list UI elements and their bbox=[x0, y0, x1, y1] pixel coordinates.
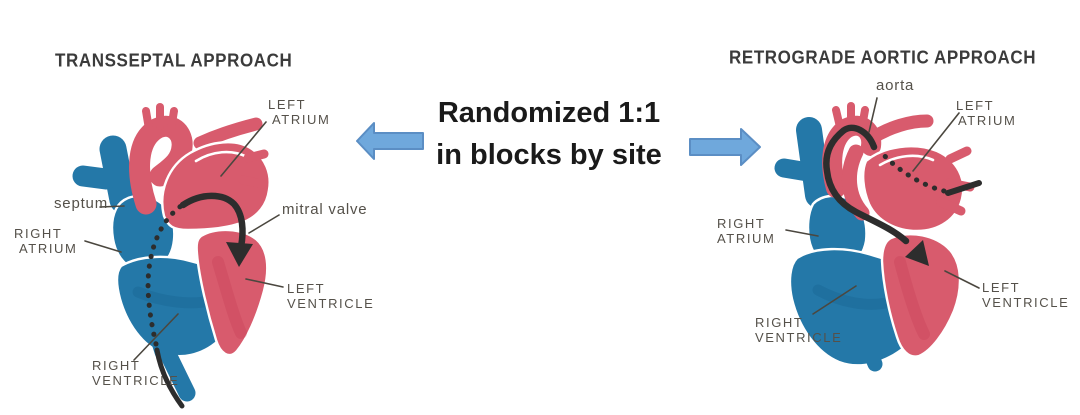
leader-line bbox=[912, 112, 960, 172]
catheter-arrowhead bbox=[905, 240, 929, 266]
arch-branch-shape bbox=[832, 106, 844, 131]
svc-vessel-shape bbox=[99, 135, 137, 214]
retrograde-panel-title: RETROGRADE AORTIC APPROACH bbox=[729, 47, 1037, 68]
right-block-arrow-icon bbox=[689, 128, 761, 166]
catheter-path-arrow-curve bbox=[179, 192, 246, 251]
leader-line bbox=[84, 240, 122, 253]
pulmonary-vessel-shape bbox=[865, 114, 934, 145]
svc-vessel-shape bbox=[796, 117, 831, 208]
randomization-line-2: in blocks by site bbox=[436, 139, 662, 171]
transseptal-leader-lines bbox=[84, 121, 284, 361]
label-right-atrium: RIGHT ATRIUM bbox=[14, 226, 78, 256]
transseptal-heart-illustration bbox=[72, 103, 271, 409]
left-ventricle-shape bbox=[880, 233, 962, 358]
retrograde-leader-lines bbox=[785, 97, 980, 315]
arch-branch-shape bbox=[167, 107, 178, 133]
left-atrium-shape bbox=[861, 145, 965, 233]
pulmonary-vein-stub-shape bbox=[243, 149, 269, 163]
catheter-path-arrow-curve bbox=[823, 124, 910, 245]
label-aorta: aorta bbox=[876, 77, 915, 94]
vessel-seam-line bbox=[878, 154, 935, 167]
left-atrium-shape bbox=[161, 140, 271, 232]
vena-cava-stub-shape bbox=[72, 165, 117, 190]
label-right-ventricle: RIGHT VENTRICLE bbox=[755, 315, 843, 345]
marker-shading-stroke bbox=[812, 284, 896, 310]
catheter-path-solid bbox=[945, 180, 982, 196]
leader-line bbox=[944, 270, 980, 289]
label-mitral-valve: mitral valve bbox=[282, 201, 368, 218]
pulmonary-vein-stub-shape bbox=[936, 197, 966, 216]
aortic-root-shape bbox=[841, 144, 870, 221]
vessel-seam-line bbox=[194, 150, 249, 163]
retrograde-heart-illustration bbox=[774, 102, 982, 372]
leader-line bbox=[785, 229, 819, 237]
label-right-ventricle: RIGHT VENTRICLE bbox=[92, 358, 180, 388]
label-septum: septum bbox=[54, 195, 108, 212]
leader-line bbox=[220, 121, 267, 177]
heart-apex-lobe-shape bbox=[846, 305, 883, 372]
label-left-atrium: LEFT ATRIUM bbox=[956, 98, 1017, 128]
transseptal-panel-title: TRANSSEPTAL APPROACH bbox=[55, 50, 293, 71]
label-left-ventricle: LEFT VENTRICLE bbox=[982, 280, 1070, 310]
catheter-arrowhead bbox=[226, 242, 253, 267]
arch-branch-shape bbox=[858, 106, 869, 131]
vena-cava-stub-shape bbox=[774, 158, 818, 182]
ivc-vessel-shape bbox=[158, 343, 196, 402]
left-ventricle-shape bbox=[195, 228, 269, 357]
marker-shading-stroke bbox=[894, 256, 930, 340]
leader-line bbox=[868, 97, 878, 133]
leader-line bbox=[133, 313, 179, 361]
leader-line bbox=[812, 285, 857, 315]
randomization-note: Randomized 1:1 in blocks by site bbox=[393, 92, 705, 176]
catheter-path-solid bbox=[154, 347, 185, 409]
label-right-atrium: RIGHT ATRIUM bbox=[717, 216, 776, 246]
label-left-atrium: LEFT ATRIUM bbox=[268, 97, 331, 127]
leader-line bbox=[245, 278, 284, 288]
leader-line bbox=[248, 214, 280, 234]
pulmonary-vessel-shape bbox=[193, 117, 263, 150]
catheter-path-dashed bbox=[878, 149, 947, 194]
arch-branch-shape bbox=[142, 107, 153, 133]
catheter-path-dashed bbox=[145, 203, 184, 347]
leader-line bbox=[99, 205, 125, 208]
marker-shading-stroke bbox=[212, 256, 247, 339]
pulmonary-vein-stub-shape bbox=[238, 175, 267, 189]
left-block-arrow-icon bbox=[356, 122, 424, 160]
randomization-line-1: Randomized 1:1 bbox=[437, 97, 661, 129]
label-left-ventricle: LEFT VENTRICLE bbox=[287, 281, 375, 311]
pulmonary-vein-stub-shape bbox=[945, 146, 972, 164]
